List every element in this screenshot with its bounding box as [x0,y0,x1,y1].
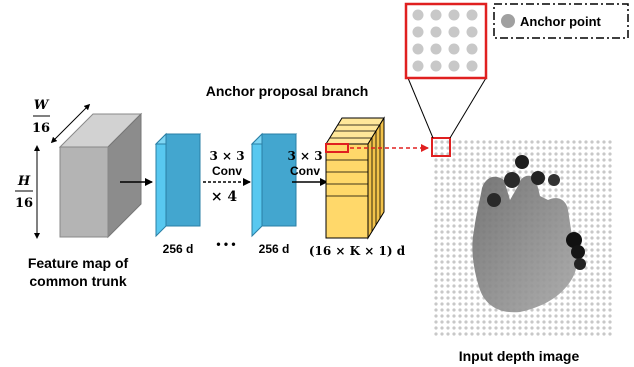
branch-title: Anchor proposal branch [206,83,369,99]
height-numerator: H [17,174,31,189]
conv1-kernel: 3 × 3 [209,149,244,163]
width-dimension: W 16 [32,98,91,144]
conv1-repeat: × 4 [211,189,238,205]
zoom-line-right [449,77,487,139]
height-dimension: H 16 [15,145,40,239]
feature-map-box [58,112,143,239]
feature-slab-1 [154,132,202,238]
zoom-anchor-grid [412,9,478,72]
width-denominator: 16 [32,121,50,136]
depth-image [431,137,618,338]
output-highlight-cell [325,143,349,153]
legend-label: Anchor point [520,14,602,29]
anchor-point-icon [501,14,515,28]
conv2-kernel: 3 × 3 [287,149,322,163]
feature-map-caption-line1: Feature map of [28,255,129,271]
channels-output: (16 × K × 1) d [309,244,406,258]
conv2-label: Conv [290,164,320,178]
channels-ellipsis: • • • [216,237,235,251]
height-denominator: 16 [15,196,33,211]
feature-slab-2 [250,132,298,238]
channels-second: 256 d [259,242,290,256]
depth-highlight-cell [431,137,451,157]
feature-map-caption-line2: common trunk [29,273,126,289]
legend: Anchor point [493,3,629,39]
hand-silhouette [472,155,586,313]
zoom-line-left [407,77,434,139]
channels-first: 256 d [163,242,194,256]
output-block [325,116,385,240]
conv1-label: Conv [212,164,242,178]
zoom-patch [404,2,488,80]
depth-image-caption: Input depth image [459,348,580,364]
width-numerator: W [34,98,50,113]
